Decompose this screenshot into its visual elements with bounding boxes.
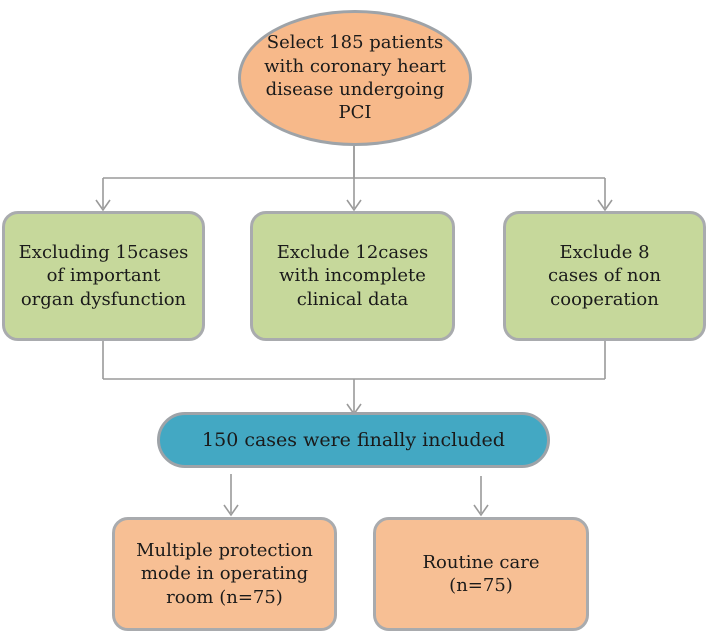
arrowhead-exclusion-left [95,199,111,212]
arrowhead-group-right [473,504,489,517]
exclusion-node-incomplete-data: Exclude 12cases with incomplete clinical… [250,211,455,341]
arrowhead-group-left [223,504,239,517]
exclusion-node-organ-dysfunction: Excluding 15cases of important organ dys… [2,211,205,341]
arrowhead-exclusion-right [597,199,613,212]
arrowhead-exclusion-middle [346,199,362,212]
exclusion-node-non-cooperation: Exclude 8 cases of non cooperation [503,211,706,341]
included-node: 150 cases were finally included [157,412,550,468]
group-node-multiple-protection: Multiple protection mode in operating ro… [112,517,337,631]
start-node-patients: Select 185 patients with coronary heart … [238,10,472,146]
group-node-routine-care: Routine care (n=75) [373,517,589,631]
